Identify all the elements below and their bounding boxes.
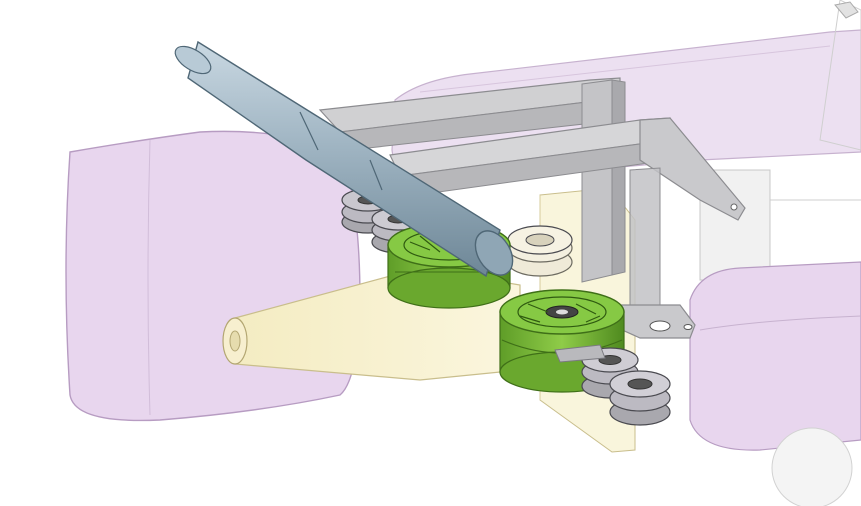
blue-tube xyxy=(174,40,514,278)
purple-rail-front xyxy=(689,261,861,506)
bearing-stack-front xyxy=(554,344,671,426)
steel-bracket xyxy=(318,77,746,339)
purple-block-left xyxy=(65,130,361,422)
bearing-stack-back xyxy=(507,225,573,277)
